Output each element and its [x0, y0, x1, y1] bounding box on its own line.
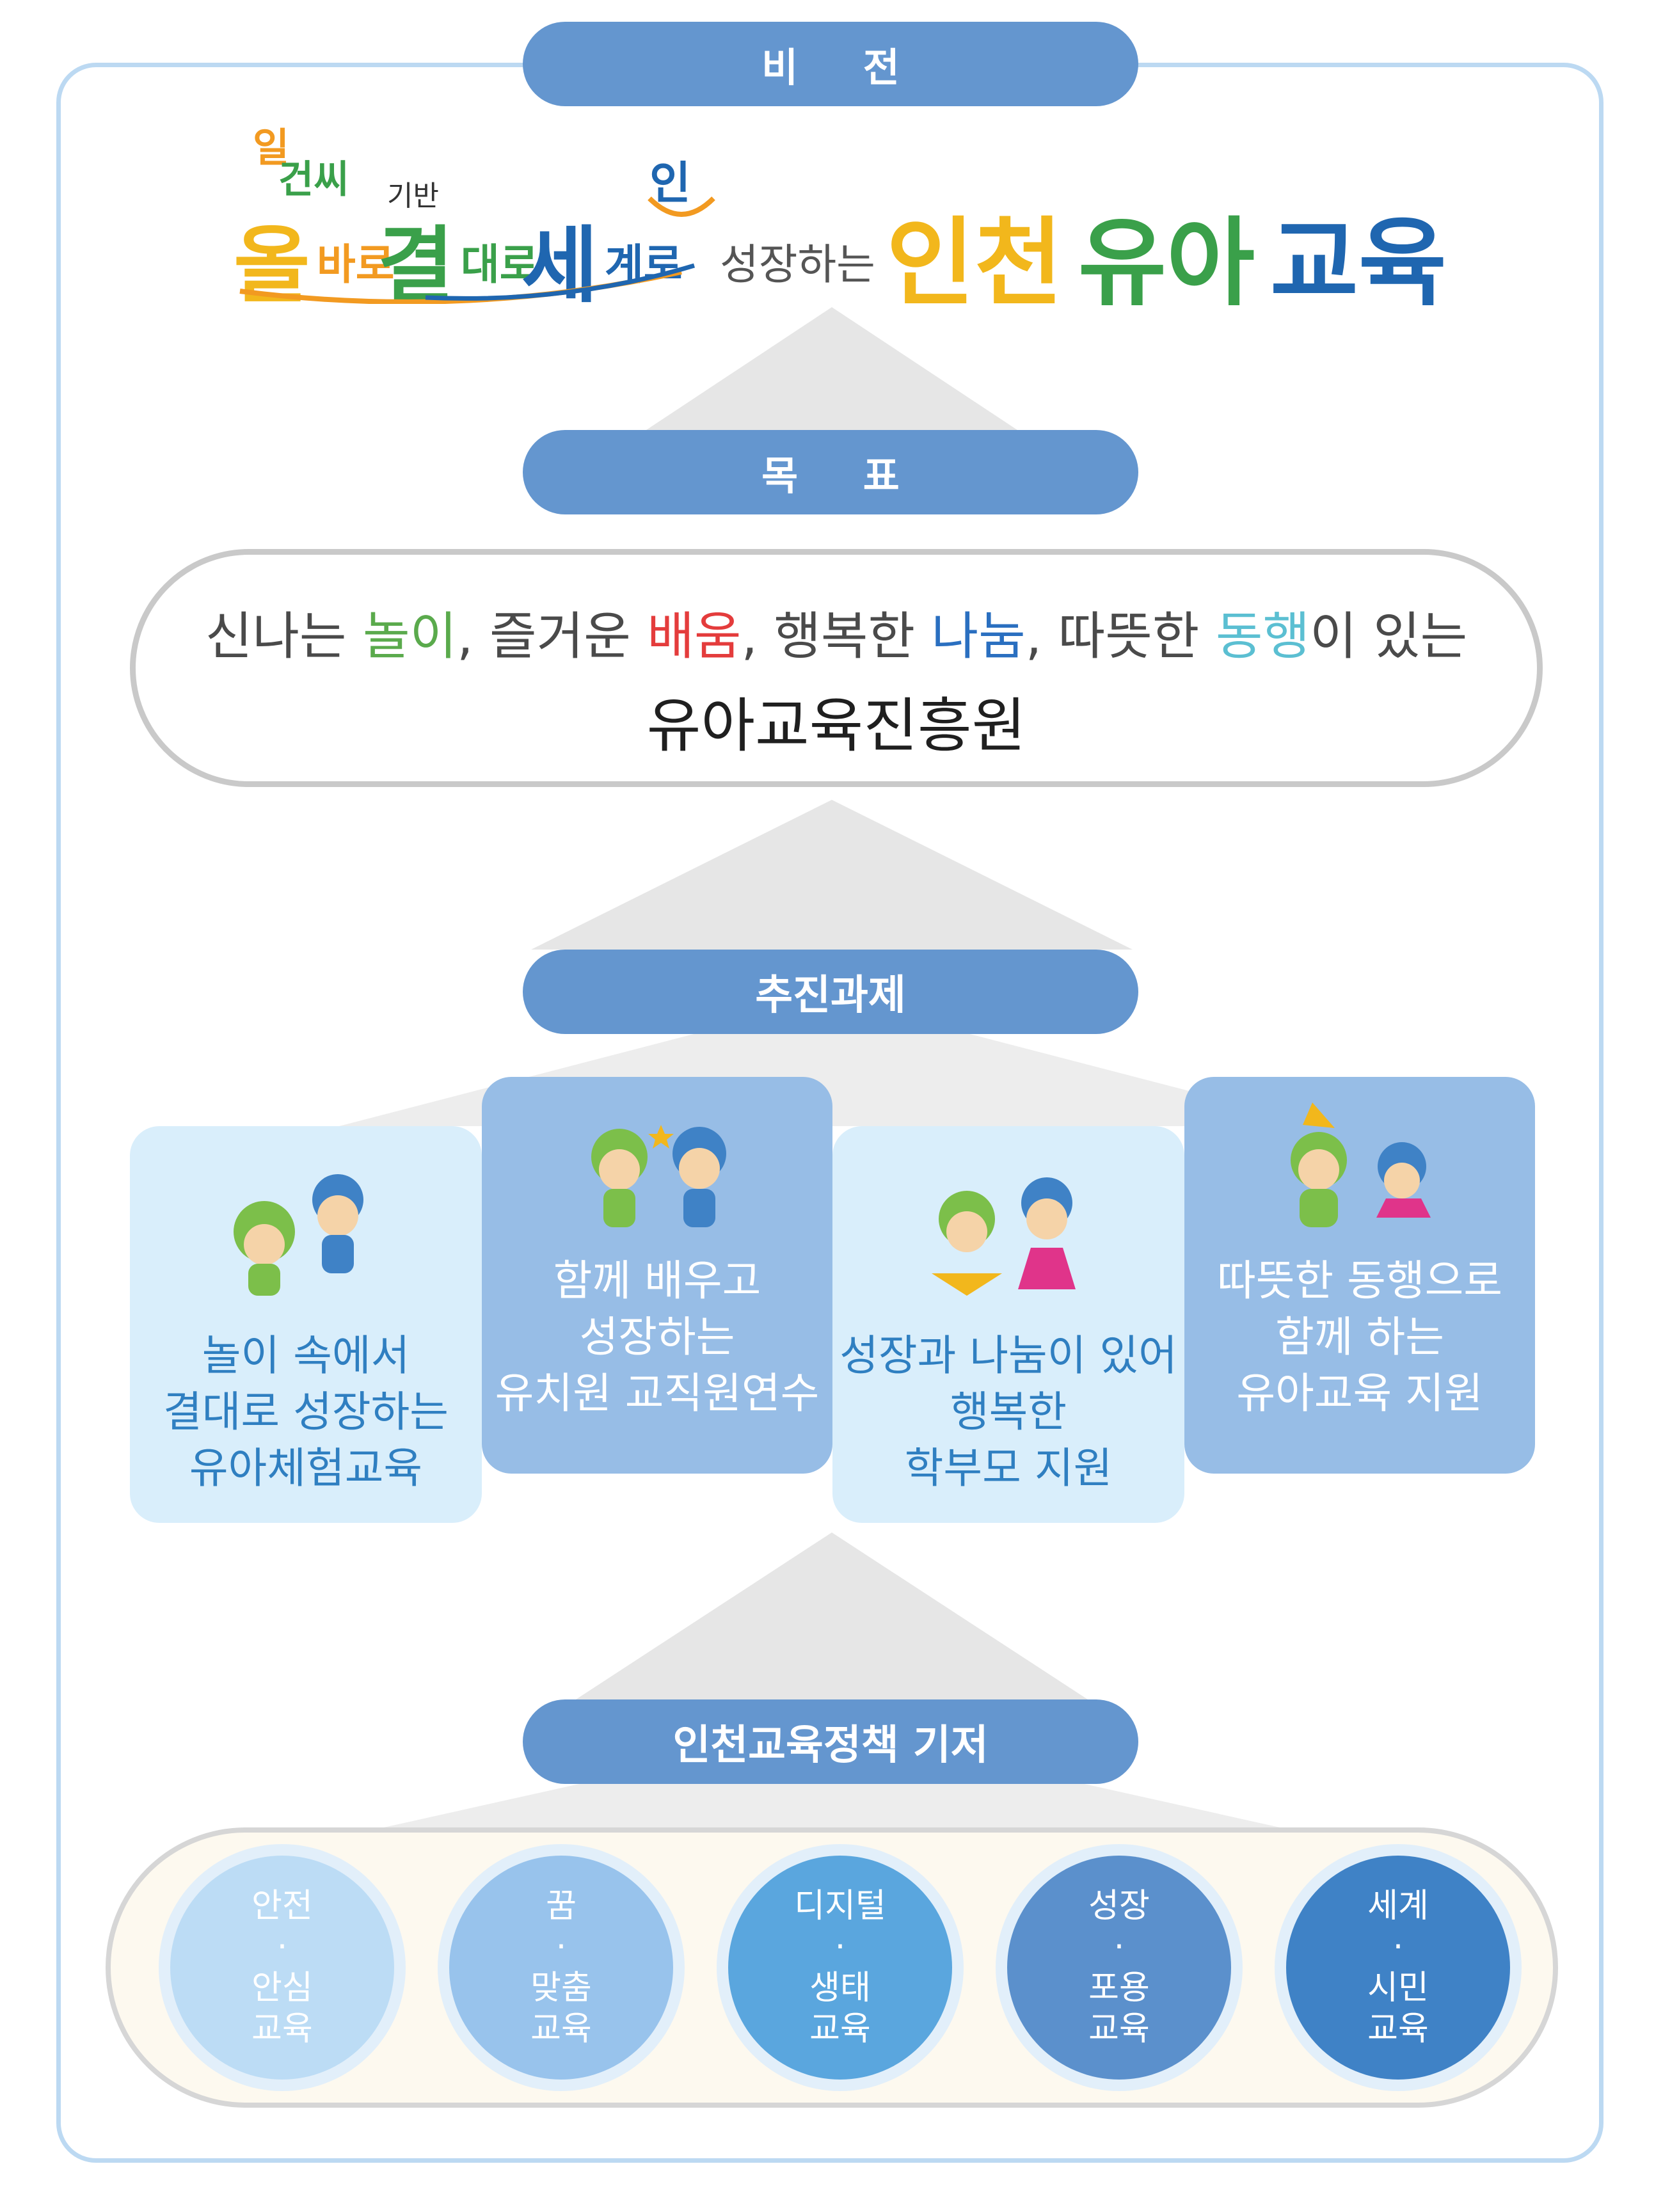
triangle-vision	[646, 307, 1017, 430]
policy-circle-growth: 성장 · 포용 교육	[1007, 1856, 1231, 2080]
goal-play: 놀이	[362, 607, 458, 666]
task-card-2: 함께 배우고 성장하는 유치원 교직원연수	[482, 1077, 832, 1474]
slogan-word-2-rest: 대로	[461, 240, 539, 289]
logo-small-mid: 건씨	[278, 157, 349, 202]
goal-sharing: 나눔	[931, 607, 1026, 666]
policy-circle-line: 교육	[251, 2010, 313, 2048]
goal-organization: 유아교육진흥원	[646, 692, 1026, 760]
task-card-4: 따뜻한 동행으로 함께 하는 유아교육 지원	[1184, 1077, 1535, 1474]
task-card-3-text: 성장과 나눔이 있어 행복한 학부모 지원	[832, 1328, 1184, 1497]
policy-circle-line: 교육	[1088, 2010, 1150, 2048]
task-card-4-text: 따뜻한 동행으로 함께 하는 유아교육 지원	[1184, 1253, 1535, 1422]
policy-circle-line: 교육	[530, 2010, 592, 2048]
children-illustration-icon	[932, 1177, 1076, 1296]
goal-text-4: , 따뜻한	[1025, 607, 1216, 666]
task-card-line: 따뜻한 동행으로	[1216, 1256, 1503, 1305]
task-card-line: 유아체험교육	[189, 1444, 423, 1493]
children-illustration-icon	[1291, 1102, 1431, 1227]
policy-circle-line: 교육	[809, 2010, 871, 2048]
task-card-1: 놀이 속에서 결대로 성장하는 유아체험교육	[130, 1126, 482, 1523]
task-card-3: 성장과 나눔이 있어 행복한 학부모 지원	[832, 1126, 1184, 1523]
task-card-2-text: 함께 배우고 성장하는 유치원 교직원연수	[482, 1253, 832, 1422]
task-card-line: 유아교육 지원	[1236, 1369, 1483, 1418]
slogan-title-incheon: 인천	[886, 208, 1063, 319]
vision-label: 비 전	[523, 22, 1138, 106]
goal-text-1: 신나는	[205, 607, 363, 666]
swoosh-underline	[239, 263, 696, 304]
task-card-line: 성장하는	[579, 1312, 735, 1362]
goal-text-5: 이 있는	[1310, 607, 1468, 666]
policy-circle-global: 세계 · 시민 교육	[1286, 1856, 1510, 2080]
smile-icon	[648, 196, 715, 217]
goal-learning: 배움	[647, 607, 742, 666]
policy-circle-dream: 꿈 · 맞춤 교육	[449, 1856, 673, 2080]
children-illustration-icon	[591, 1125, 726, 1227]
policy-circle-dot: ·	[1113, 1928, 1125, 1966]
policy-circle-line: 꿈	[546, 1887, 577, 1925]
policy-circle-dot: ·	[834, 1928, 846, 1966]
policy-circle-line: 성장	[1088, 1887, 1150, 1925]
policy-circle-dot: ·	[276, 1928, 288, 1966]
children-illustration-icon	[234, 1174, 363, 1296]
goal-box	[130, 549, 1543, 787]
policy-circle-dot: ·	[1392, 1928, 1404, 1966]
task-card-1-text: 놀이 속에서 결대로 성장하는 유아체험교육	[130, 1328, 482, 1497]
policy-circle-dot: ·	[555, 1928, 567, 1966]
slogan-grow: 성장하는	[720, 240, 875, 289]
goal-text-2: , 즐거운	[457, 607, 648, 666]
goal-label: 목 표	[523, 430, 1138, 514]
goal-together: 동행	[1215, 607, 1310, 666]
slogan-title-child: 유아	[1078, 208, 1255, 319]
task-card-line: 성장과 나눔이 있어	[839, 1331, 1177, 1380]
vision-slogan: 일 건씨 기반 올 바로 결 대로 세 계로 인 성장하는 인천 유아 교육	[234, 109, 1475, 320]
goal-statement: 신나는 놀이, 즐거운 배움, 행복한 나눔, 따뜻한 동행이 있는	[130, 595, 1543, 669]
slogan-word-1-rest: 바로	[317, 240, 395, 289]
tasks-label: 추진과제	[523, 950, 1138, 1034]
policy-label: 인천교육정책 기저	[523, 1699, 1138, 1784]
slogan-title-education: 교육	[1270, 208, 1447, 319]
task-card-line: 함께 배우고	[553, 1256, 761, 1305]
policy-circle-line: 생태	[809, 1969, 871, 2007]
goal-text-3: , 행복한	[741, 607, 932, 666]
logo-small-top: 일	[253, 124, 290, 171]
policy-circle-line: 세계	[1367, 1887, 1429, 1925]
policy-circle-line: 안심	[251, 1969, 313, 2007]
smile-mark: 인	[649, 157, 691, 209]
task-card-line: 유치원 교직원연수	[495, 1369, 820, 1418]
logo-base-word: 기반	[387, 180, 439, 212]
task-card-line: 함께 하는	[1275, 1312, 1444, 1362]
triangle-base	[576, 1532, 1088, 1699]
policy-circle-line: 교육	[1367, 2010, 1429, 2048]
task-card-line: 놀이 속에서	[202, 1331, 410, 1380]
task-card-line: 행복한	[950, 1387, 1067, 1436]
policy-circle-line: 디지털	[794, 1887, 886, 1925]
task-card-line: 학부모 지원	[904, 1444, 1113, 1493]
policy-circle-line: 안전	[251, 1887, 313, 1925]
triangle-goal	[531, 800, 1133, 950]
policy-circle-line: 포용	[1088, 1969, 1150, 2007]
policy-circle-digital: 디지털 · 생태 교육	[728, 1856, 952, 2080]
policy-circle-safety: 안전 · 안심 교육	[170, 1856, 394, 2080]
policy-circle-line: 맞춤	[530, 1969, 592, 2007]
policy-circle-line: 시민	[1367, 1969, 1429, 2007]
task-card-line: 결대로 성장하는	[163, 1387, 449, 1436]
